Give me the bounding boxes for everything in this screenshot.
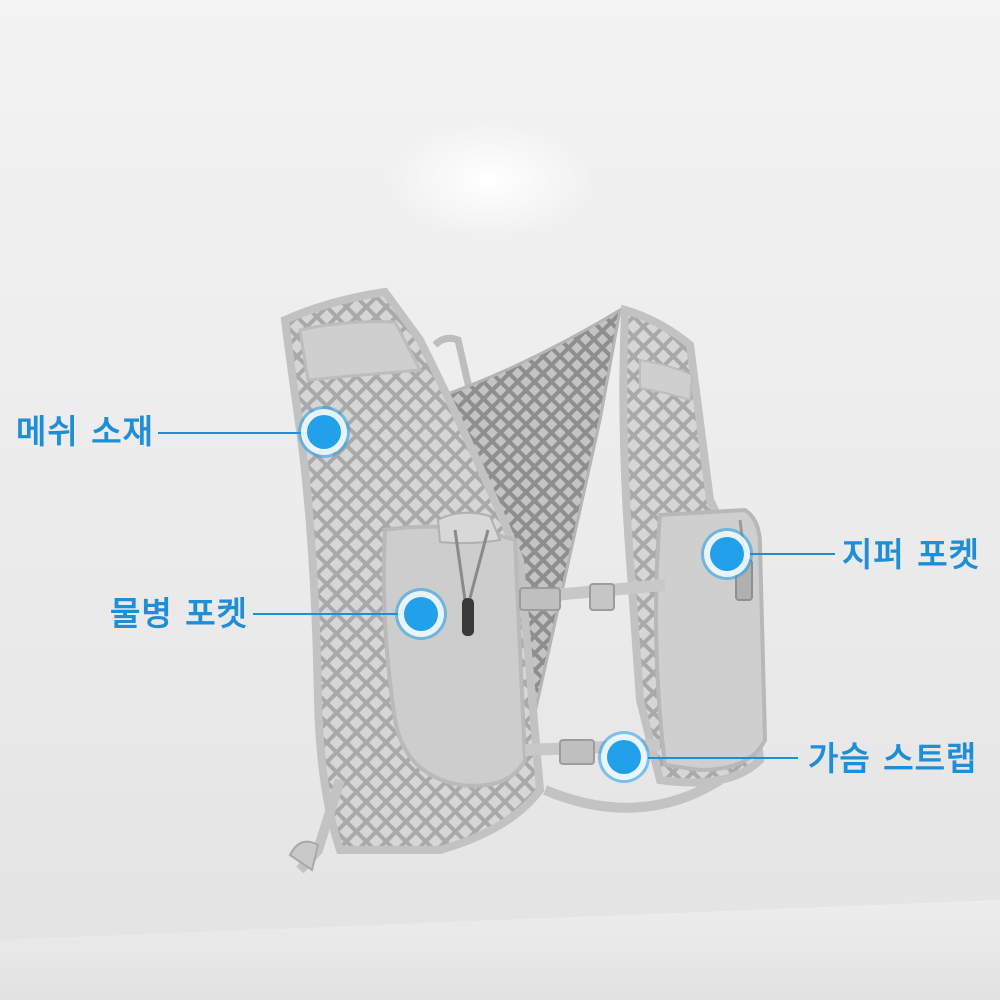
blue-dot-icon [710, 537, 744, 571]
hang-loop [432, 334, 474, 393]
callout-label-chest-strap: 가슴 스트랩 [808, 739, 978, 778]
callout-line-zipper-pocket [750, 553, 835, 555]
callout-label-bottle-pocket: 물병 포켓 [110, 594, 248, 633]
callout-label-mesh: 메쉬 소재 [16, 412, 154, 451]
callout-line-chest-strap [648, 757, 798, 759]
left-strap-band [298, 320, 423, 382]
blue-dot-icon [307, 415, 341, 449]
blue-dot-icon [607, 740, 641, 774]
callout-label-zipper-pocket: 지퍼 포켓 [842, 535, 980, 574]
cord-lock [462, 598, 474, 636]
callout-line-mesh [158, 432, 306, 434]
blue-dot-icon [404, 597, 438, 631]
light-spot [385, 120, 595, 240]
bottle-pocket-shape [381, 524, 528, 788]
callout-line-bottle-pocket [253, 613, 403, 615]
